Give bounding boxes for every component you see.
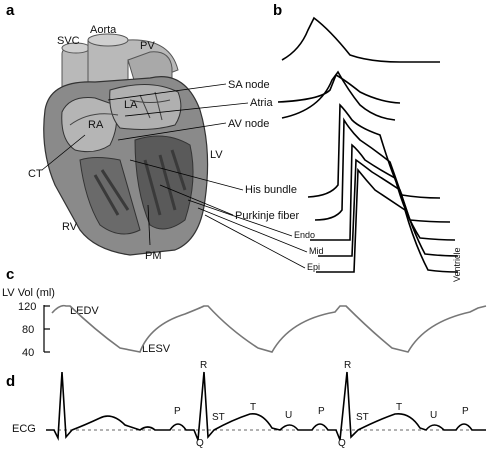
aorta-opening [87, 33, 129, 47]
label-av-node: AV node [228, 118, 269, 130]
label-his-bundle: His bundle [245, 184, 297, 196]
label-mid: Mid [309, 246, 324, 256]
wave-t-2: T [396, 402, 402, 413]
heart-illustration: SVC Aorta PV LA RA CT LV RV PM [28, 24, 223, 262]
ecg-trace: ECG P R ST T U P R ST T U P Q Q [12, 360, 486, 449]
av-node-leader [117, 122, 227, 141]
ecg-label: ECG [12, 423, 36, 435]
wave-q-2: Q [338, 438, 346, 449]
label-epi: Epi [307, 262, 320, 272]
label-sa-node: SA node [228, 79, 270, 91]
tick-label-80: 80 [22, 324, 34, 336]
tick-label-40: 40 [22, 347, 34, 359]
wave-q-1: Q [196, 438, 204, 449]
wave-p-3: P [462, 406, 469, 417]
ap-atria [277, 73, 401, 104]
ap-purkinje [314, 117, 451, 223]
ecg-waveform [46, 371, 486, 442]
ap-his-bundle [307, 103, 441, 199]
label-pv: PV [140, 40, 155, 52]
atria-leader [124, 102, 249, 117]
lv-volume-plot: LV Vol (ml) 120 80 40 LEDV LESV [2, 287, 487, 359]
label-rv: RV [62, 221, 78, 233]
conduction-paths [69, 91, 171, 126]
label-aorta: Aorta [90, 24, 117, 36]
sa-node-leader [107, 83, 227, 101]
endo-leader [187, 199, 293, 237]
left-ventricle [134, 135, 194, 230]
purkinje-leader [159, 184, 234, 216]
ap-epi [316, 167, 459, 273]
label-pm: PM [145, 250, 162, 262]
panel-label-c: c [6, 266, 14, 283]
wave-st-1: ST [212, 412, 225, 423]
trabeculae [93, 149, 187, 216]
label-atria: Atria [250, 97, 274, 109]
pm-leader [147, 204, 151, 246]
ap-endo [310, 143, 456, 241]
action-potentials: SA node Atria AV node His bundle Purkinj… [107, 16, 462, 282]
label-lesv: LESV [142, 343, 171, 355]
tick-label-120: 120 [18, 301, 36, 313]
ap-sa-node [281, 16, 440, 63]
wave-r-1: R [200, 360, 207, 371]
wave-p-1: P [174, 406, 181, 417]
ap-av-node [281, 70, 396, 121]
wave-u-1: U [285, 410, 292, 421]
right-atrium [61, 97, 118, 153]
wave-st-2: ST [356, 412, 369, 423]
wave-t-1: T [250, 402, 256, 413]
his-bundle-leader [129, 159, 244, 191]
label-ra: RA [88, 119, 104, 131]
panel-label-b: b [273, 2, 282, 19]
lv-volume-curve [51, 304, 487, 353]
label-lv: LV [210, 149, 223, 161]
label-ct: CT [28, 168, 43, 180]
panel-label-a: a [6, 2, 15, 19]
ap-mid [318, 158, 459, 257]
label-purkinje: Purkinje fiber [235, 210, 300, 222]
label-la: LA [124, 99, 138, 111]
lv-vol-ylabel: LV Vol (ml) [2, 287, 55, 299]
panel-label-d: d [6, 373, 15, 390]
wave-p-2: P [318, 406, 325, 417]
label-ventricle: Ventricle [452, 247, 462, 282]
wave-u-2: U [430, 410, 437, 421]
epi-leader [204, 214, 306, 269]
wave-r-2: R [344, 360, 351, 371]
label-svc: SVC [57, 35, 80, 47]
mid-leader [197, 207, 308, 253]
ct-leader [41, 134, 86, 171]
label-endo: Endo [294, 230, 315, 240]
